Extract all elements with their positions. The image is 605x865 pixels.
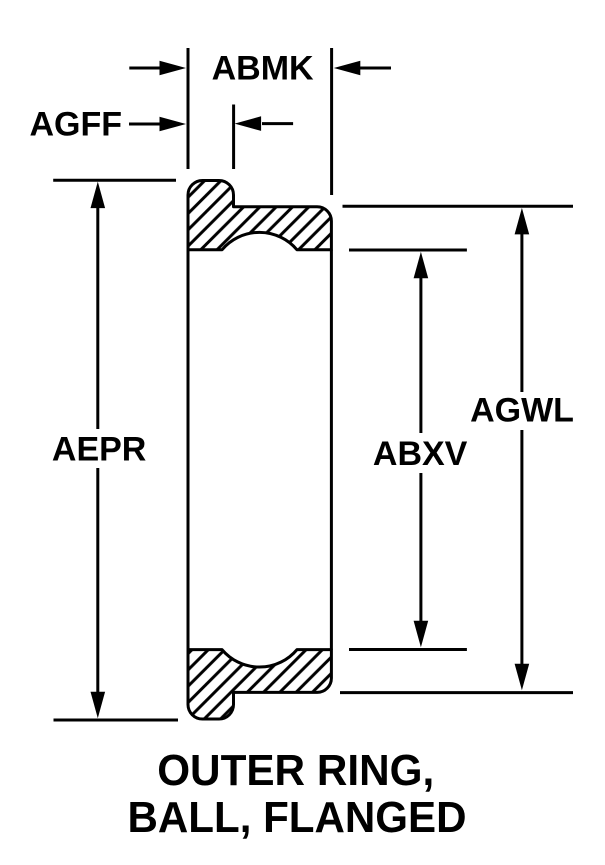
svg-text:AGWL: AGWL: [470, 391, 574, 429]
svg-text:OUTER RING,: OUTER RING,: [157, 746, 434, 795]
svg-text:AGFF: AGFF: [30, 106, 123, 144]
svg-text:ABXV: ABXV: [373, 435, 468, 473]
svg-text:AEPR: AEPR: [52, 431, 146, 469]
svg-text:ABMK: ABMK: [212, 49, 314, 87]
svg-text:BALL, FLANGED: BALL, FLANGED: [128, 793, 467, 842]
